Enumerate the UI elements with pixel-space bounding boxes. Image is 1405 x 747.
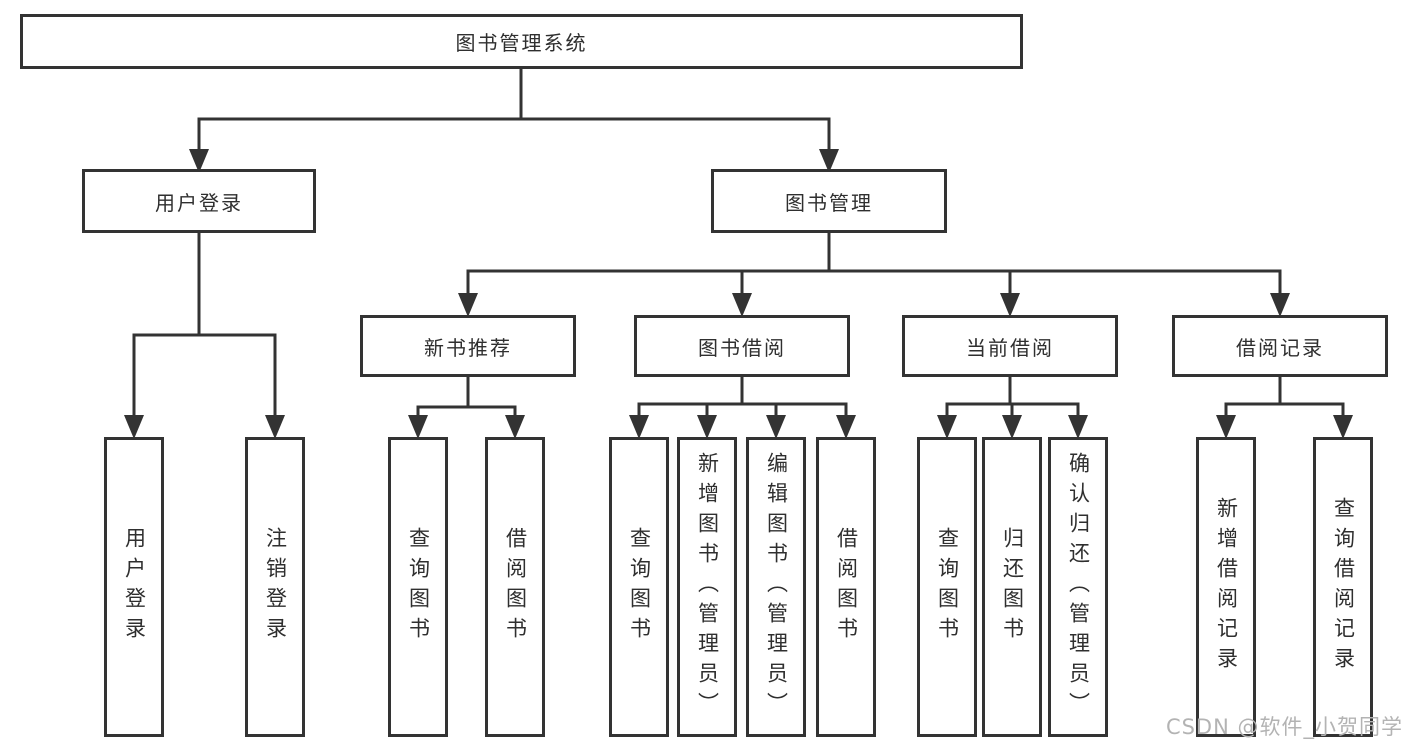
leaf-borrow-books-recommend-label: 借阅图书 [503, 527, 528, 647]
leaf-logout-label: 注销登录 [263, 527, 288, 647]
leaf-logout: 注销登录 [245, 437, 305, 737]
node-borrow-records-label: 借阅记录 [1236, 335, 1324, 360]
node-current-borrow: 当前借阅 [902, 315, 1118, 377]
leaf-borrow-books-recommend: 借阅图书 [485, 437, 545, 737]
node-book-management: 图书管理 [711, 169, 947, 233]
leaf-query-books-borrow-label: 查询图书 [627, 527, 652, 647]
leaf-query-books-recommend-label: 查询图书 [406, 527, 431, 647]
leaf-edit-books-admin-label: 编辑图书（管理员） [764, 452, 789, 722]
node-book-management-label: 图书管理 [785, 190, 873, 215]
leaf-add-books-admin: 新增图书（管理员） [677, 437, 737, 737]
leaf-query-books-current-label: 查询图书 [935, 527, 960, 647]
node-book-borrow-label: 图书借阅 [698, 335, 786, 360]
leaf-query-borrow-record-label: 查询借阅记录 [1331, 497, 1356, 677]
node-library-system-label: 图书管理系统 [455, 31, 588, 55]
leaf-confirm-return-admin-label: 确认归还（管理员） [1066, 452, 1091, 722]
leaf-borrow-books: 借阅图书 [816, 437, 876, 737]
leaf-query-borrow-record: 查询借阅记录 [1313, 437, 1373, 737]
node-user-login-label: 用户登录 [155, 190, 243, 215]
leaf-return-books-label: 归还图书 [1000, 527, 1025, 647]
leaf-confirm-return-admin: 确认归还（管理员） [1048, 437, 1108, 737]
csdn-watermark: CSDN @软件_小贺同学 [1165, 715, 1403, 739]
leaf-query-books-recommend: 查询图书 [388, 437, 448, 737]
leaf-query-books-borrow: 查询图书 [609, 437, 669, 737]
leaf-return-books: 归还图书 [982, 437, 1042, 737]
leaf-add-borrow-record: 新增借阅记录 [1196, 437, 1256, 737]
leaf-edit-books-admin: 编辑图书（管理员） [746, 437, 806, 737]
node-library-system: 图书管理系统 [20, 14, 1023, 69]
leaf-borrow-books-label: 借阅图书 [834, 527, 859, 647]
leaf-user-login: 用户登录 [104, 437, 164, 737]
node-new-book-recommend: 新书推荐 [360, 315, 576, 377]
leaf-add-books-admin-label: 新增图书（管理员） [695, 452, 720, 722]
node-borrow-records: 借阅记录 [1172, 315, 1388, 377]
node-new-book-recommend-label: 新书推荐 [424, 335, 512, 360]
node-book-borrow: 图书借阅 [634, 315, 850, 377]
leaf-query-books-current: 查询图书 [917, 437, 977, 737]
leaf-add-borrow-record-label: 新增借阅记录 [1214, 497, 1239, 677]
node-current-borrow-label: 当前借阅 [966, 335, 1054, 360]
node-user-login: 用户登录 [82, 169, 316, 233]
leaf-user-login-label: 用户登录 [122, 527, 147, 647]
